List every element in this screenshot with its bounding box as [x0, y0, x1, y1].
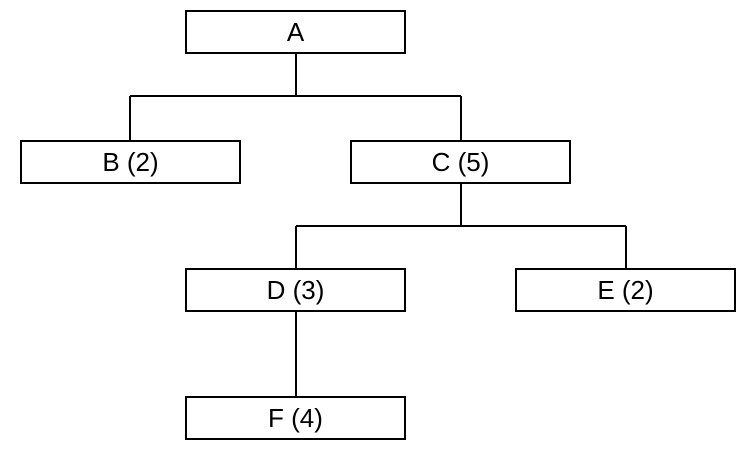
node-f-label: F (4)	[268, 403, 323, 433]
node-e-label: E (2)	[597, 275, 654, 305]
node-c: C (5)	[350, 140, 571, 184]
node-c-label: C (5)	[431, 147, 490, 177]
node-a-label: A	[286, 17, 305, 47]
node-f: F (4)	[185, 396, 406, 440]
node-d: D (3)	[185, 268, 406, 312]
node-b: B (2)	[20, 140, 241, 184]
node-d-label: D (3)	[266, 275, 325, 305]
node-b-label: B (2)	[102, 147, 159, 177]
node-e: E (2)	[515, 268, 736, 312]
node-a: A	[185, 10, 406, 54]
